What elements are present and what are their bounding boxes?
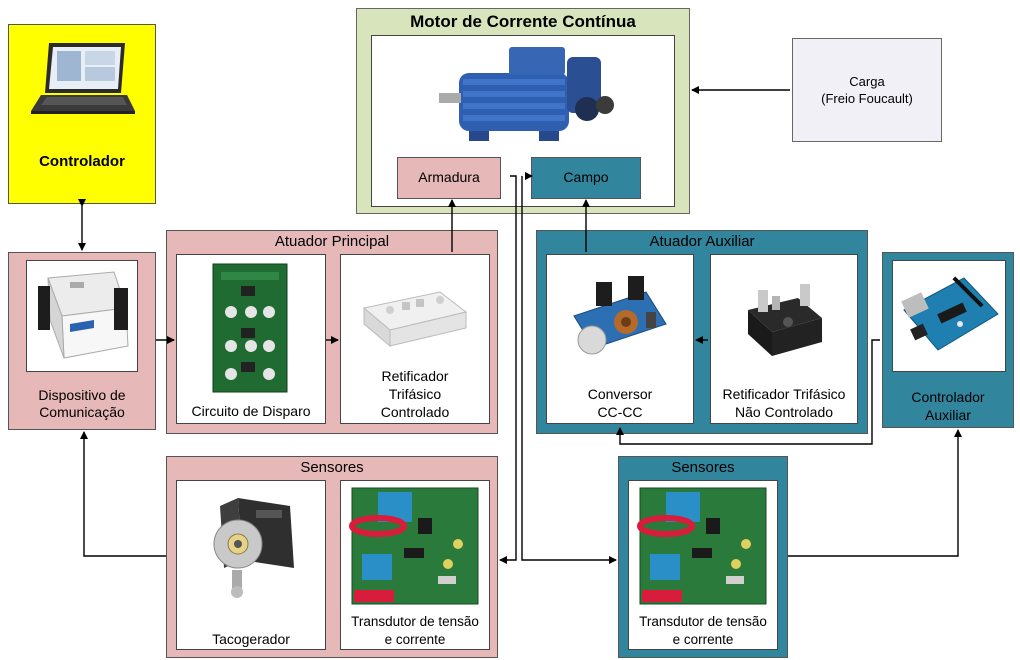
controller-label: Controlador bbox=[39, 153, 125, 170]
dcdc-converter-image bbox=[573, 276, 667, 355]
armature-box bbox=[397, 157, 501, 199]
uncontrolled-rectifier-image bbox=[748, 284, 822, 356]
load-label-line2: (Freio Foucault) bbox=[821, 91, 913, 106]
laptop-icon bbox=[31, 43, 135, 114]
arduino-board-image bbox=[901, 276, 999, 351]
sensors-main-title: Sensores bbox=[300, 459, 364, 476]
aux-controller-label-line2: Auxiliar bbox=[925, 407, 971, 423]
link-sensors-auxcontroller bbox=[788, 429, 962, 557]
tachogenerator-image bbox=[213, 498, 294, 598]
sensors-aux-title: Sensores bbox=[671, 459, 735, 476]
aux-actuator-title: Atuador Auxiliar bbox=[649, 233, 755, 250]
uncontrolled-rectifier-label-line1: Retificador Trifásico bbox=[722, 386, 846, 402]
load-label-line1: Carga bbox=[849, 74, 885, 89]
dcdc-converter-label-line1: Conversor bbox=[587, 386, 653, 402]
transducer-aux-label-line2: e corrente bbox=[672, 632, 734, 647]
dcdc-converter-label-line2: CC-CC bbox=[597, 404, 643, 420]
dc-motor-image bbox=[439, 47, 614, 141]
transducer-main-label-line2: e corrente bbox=[384, 632, 446, 647]
daq-device-image bbox=[38, 271, 129, 359]
controller-block: Controlador bbox=[8, 24, 156, 204]
transducer-aux-label-line1: Transdutor de tensão bbox=[639, 614, 767, 629]
controlled-rectifier-label-line2: Trifásico bbox=[388, 386, 442, 402]
load-block bbox=[792, 38, 942, 142]
firing-circuit-label: Circuito de Disparo bbox=[191, 403, 311, 419]
comm-device-label-line1: Dispositivo de bbox=[38, 387, 126, 403]
tachogenerator-label: Tacogerador bbox=[212, 631, 290, 647]
controlled-rectifier-label-line1: Retificador bbox=[381, 368, 449, 384]
transducer-main-image bbox=[349, 487, 479, 605]
link-sensors-comm bbox=[80, 431, 166, 557]
controlled-rectifier-label-line3: Controlado bbox=[380, 404, 450, 420]
link-field-transducer-aux bbox=[521, 176, 617, 564]
link-auxcontroller-converter bbox=[616, 339, 880, 445]
firing-circuit-image bbox=[212, 263, 288, 393]
armature-label: Armadura bbox=[418, 169, 480, 185]
field-label: Campo bbox=[563, 169, 609, 185]
controlled-rectifier-image bbox=[362, 291, 468, 348]
aux-controller-label-line1: Controlador bbox=[911, 389, 985, 405]
motor-title: Motor de Corrente Contínua bbox=[410, 12, 636, 31]
uncontrolled-rectifier-label-line2: Não Controlado bbox=[734, 404, 834, 420]
link-armature-transducer-main bbox=[499, 175, 517, 564]
transducer-main-label-line1: Transdutor de tensão bbox=[351, 614, 479, 629]
transducer-aux-image bbox=[637, 487, 767, 605]
main-actuator-title: Atuador Principal bbox=[274, 233, 390, 250]
comm-device-label-line2: Comunicação bbox=[39, 404, 125, 420]
motor-block: Motor de Corrente Contínua Armadura Camp… bbox=[356, 8, 690, 214]
